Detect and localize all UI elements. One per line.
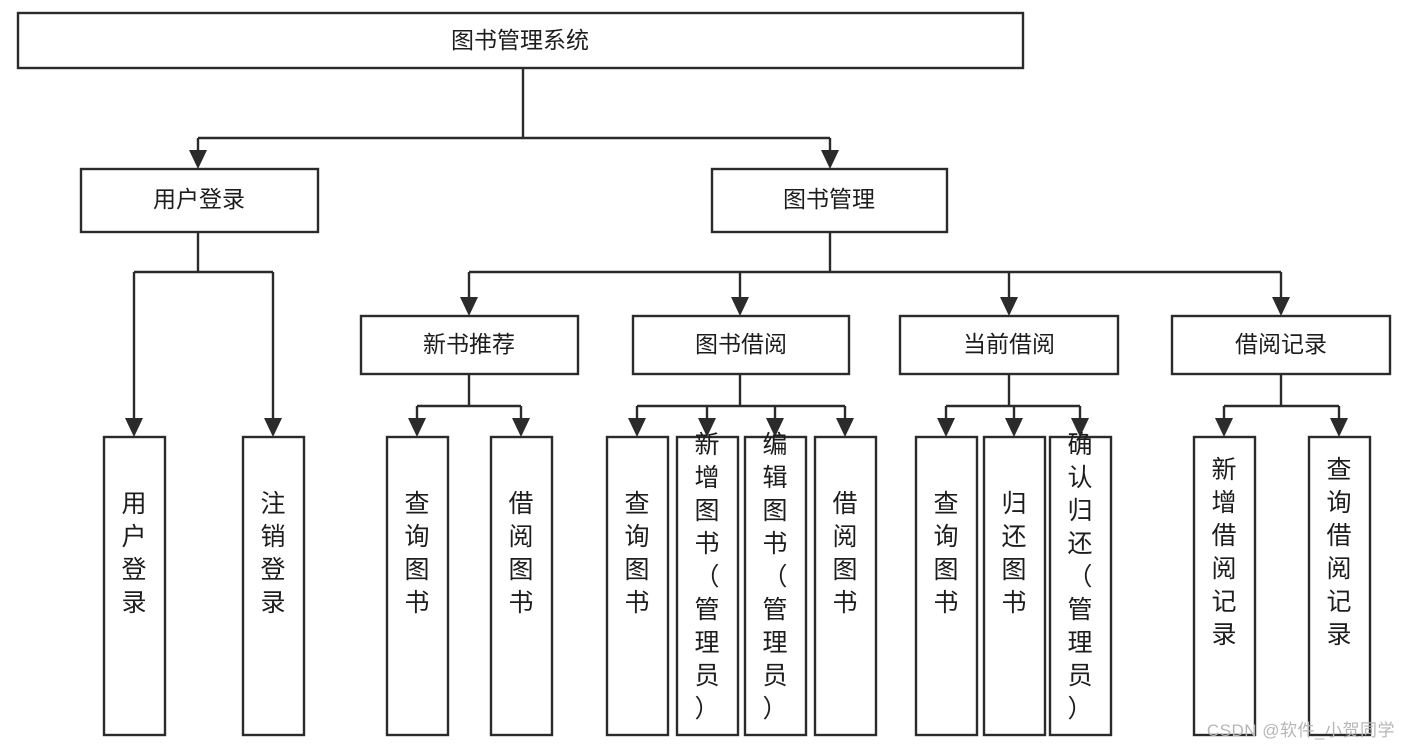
leaf-node[interactable]: 用户登录 <box>102 435 167 737</box>
arrow-head-current-borrow <box>1000 297 1018 316</box>
node-borrow-records-box[interactable] <box>1170 314 1392 376</box>
node-current-borrow-box[interactable] <box>898 314 1120 376</box>
node-root[interactable]: 图书管理系统 <box>16 11 1025 70</box>
node-book-manage-box[interactable] <box>710 167 949 234</box>
arrow-head-nb-leaf-2 <box>512 418 530 437</box>
arrow-head-cb-leaf-1 <box>937 418 955 437</box>
arrow-head-nb-leaf-1 <box>408 418 426 437</box>
leaf-cb-confirm-return-box[interactable] <box>1048 435 1113 737</box>
leaf-node[interactable]: 编辑图书（管理员） <box>743 431 808 737</box>
leaf-node[interactable]: 新增图书（管理员） <box>675 431 740 737</box>
leaf-node[interactable]: 查询图书 <box>385 435 450 737</box>
csdn-watermark: CSDN @软件_小贺同学 <box>1206 721 1395 740</box>
leaf-cb-query-book-box[interactable] <box>914 435 979 737</box>
leaf-cb-return-book-label: 归还图书 <box>1001 490 1026 617</box>
leaf-br-query-record-label: 查询借阅记录 <box>1326 456 1351 649</box>
leaf-node[interactable]: 借阅图书 <box>489 435 554 737</box>
node-book-borrow[interactable]: 图书借阅 <box>631 314 851 376</box>
node-book-manage[interactable]: 图书管理 <box>710 167 949 234</box>
leaf-nb-borrow-book-label: 借阅图书 <box>508 490 533 617</box>
leaf-bb-query-book-box[interactable] <box>605 435 670 737</box>
node-book-borrow-box[interactable] <box>631 314 851 376</box>
node-user-login-box[interactable] <box>79 167 320 234</box>
leaf-node[interactable]: 借阅图书 <box>813 435 878 737</box>
arrow-head-br-leaf-1 <box>1215 418 1233 437</box>
arrow-head-leaf-user-login <box>125 418 143 437</box>
leaf-nb-borrow-book-box[interactable] <box>489 435 554 737</box>
arrow-head-bb-leaf-1 <box>628 418 646 437</box>
arrow-head-leaf-logout <box>264 418 282 437</box>
arrow-head-user-login <box>189 150 207 169</box>
arrow-head-bb-leaf-3 <box>766 418 784 437</box>
node-borrow-records-label: 借阅记录 <box>1235 331 1327 357</box>
leaf-bb-add-book-box[interactable] <box>675 435 740 737</box>
leaf-bb-borrow-book-box[interactable] <box>813 435 878 737</box>
arrow-head-cb-leaf-2 <box>1005 418 1023 437</box>
node-user-login[interactable]: 用户登录 <box>79 167 320 234</box>
arrow-head-book-manage <box>821 150 839 169</box>
leaf-node[interactable]: 查询图书 <box>605 435 670 737</box>
leaf-bb-edit-book-box[interactable] <box>743 435 808 737</box>
node-current-borrow[interactable]: 当前借阅 <box>898 314 1120 376</box>
arrow-head-br-leaf-2 <box>1330 418 1348 437</box>
leaf-br-add-record-label: 新增借阅记录 <box>1211 456 1236 649</box>
node-book-borrow-label: 图书借阅 <box>695 331 787 357</box>
leaf-node[interactable]: 注销登录 <box>241 435 306 737</box>
leaf-br-query-record-box[interactable] <box>1307 435 1372 737</box>
leaf-bb-query-book-label: 查询图书 <box>624 490 649 617</box>
leaf-node[interactable]: 确认归还（管理员） <box>1048 431 1113 737</box>
arrow-head-bb-leaf-4 <box>836 418 854 437</box>
arrow-head-borrow-records <box>1272 297 1290 316</box>
node-root-box[interactable] <box>16 11 1025 70</box>
leaf-bb-edit-book-label: 编辑图书（管理员） <box>762 431 787 723</box>
leaf-nb-query-book-label: 查询图书 <box>404 490 429 617</box>
arrow-head-book-borrow <box>731 297 749 316</box>
leaf-node[interactable]: 新增借阅记录 <box>1192 435 1257 737</box>
leaf-cb-return-book-box[interactable] <box>982 435 1047 737</box>
node-new-book-recommend[interactable]: 新书推荐 <box>359 314 580 376</box>
node-user-login-label: 用户登录 <box>153 186 245 212</box>
leaf-user-login-label: 用户登录 <box>121 490 146 617</box>
leaf-br-add-record-box[interactable] <box>1192 435 1257 737</box>
leaf-logout-box[interactable] <box>241 435 306 737</box>
leaf-user-login-box[interactable] <box>102 435 167 737</box>
node-book-manage-label: 图书管理 <box>783 186 875 212</box>
node-root-label: 图书管理系统 <box>451 27 589 53</box>
leaf-node[interactable]: 归还图书 <box>982 435 1047 737</box>
arrow-head-new-book <box>460 297 478 316</box>
arrow-head-cb-leaf-3 <box>1071 418 1089 437</box>
leaf-logout-label: 注销登录 <box>260 490 285 617</box>
leaf-cb-query-book-label: 查询图书 <box>933 490 958 617</box>
node-borrow-records[interactable]: 借阅记录 <box>1170 314 1392 376</box>
connector-layer <box>125 68 1348 437</box>
node-new-book-recommend-box[interactable] <box>359 314 580 376</box>
leaf-nb-query-book-box[interactable] <box>385 435 450 737</box>
leaf-cb-confirm-return-label: 确认归还（管理员） <box>1067 431 1092 723</box>
node-current-borrow-label: 当前借阅 <box>963 331 1055 357</box>
leaf-bb-add-book-label: 新增图书（管理员） <box>694 431 719 723</box>
node-new-book-recommend-label: 新书推荐 <box>423 331 515 357</box>
leaf-node[interactable]: 查询借阅记录 <box>1307 435 1372 737</box>
arrow-head-bb-leaf-2 <box>698 418 716 437</box>
leaf-bb-borrow-book-label: 借阅图书 <box>832 490 857 617</box>
leaf-node[interactable]: 查询图书 <box>914 435 979 737</box>
